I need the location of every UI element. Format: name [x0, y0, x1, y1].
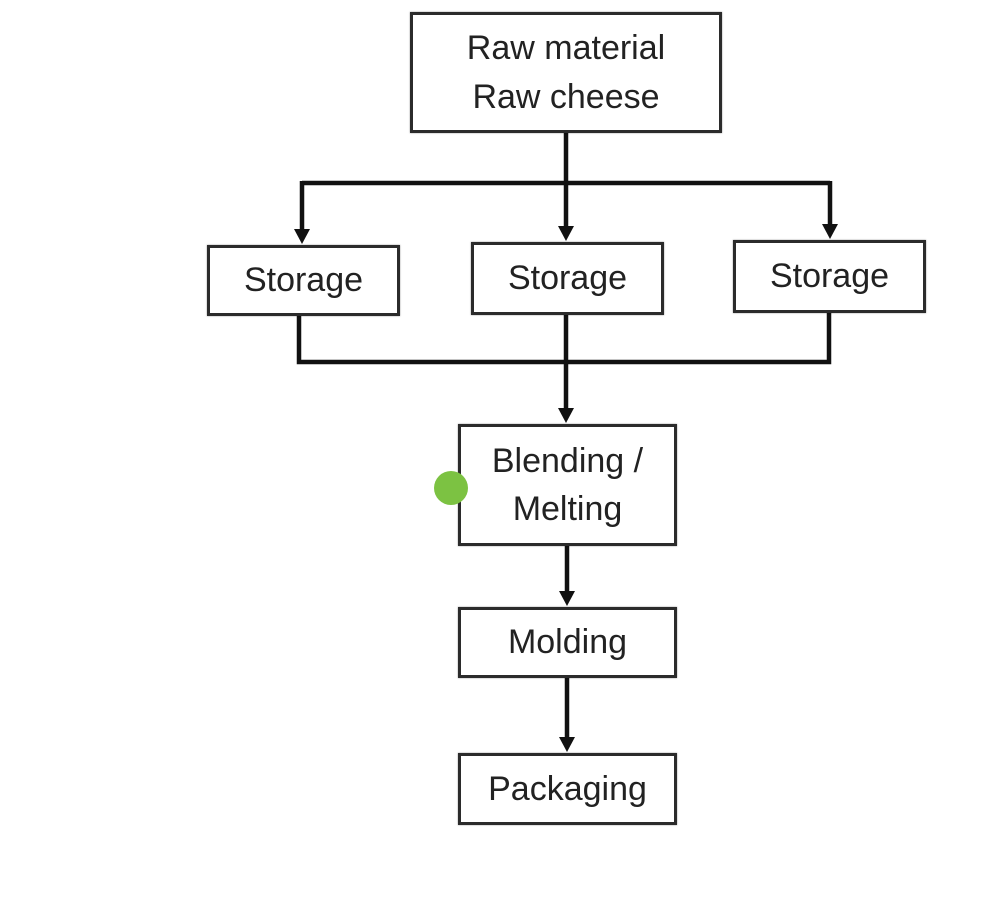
- node-molding-label: Molding: [507, 623, 628, 662]
- node-raw-material-line1: Raw material: [466, 29, 666, 68]
- node-blending-melting: Blending / Melting: [458, 424, 677, 546]
- node-packaging-label: Packaging: [488, 769, 647, 808]
- node-storage-center: Storage: [471, 242, 664, 315]
- node-storage-center-label: Storage: [507, 259, 628, 298]
- node-storage-right: Storage: [733, 240, 926, 313]
- arrowhead-packaging: [559, 737, 575, 752]
- arrowhead-blend: [558, 408, 574, 423]
- node-storage-left: Storage: [207, 245, 400, 316]
- node-molding: Molding: [458, 607, 677, 678]
- arrowhead-storage-left: [294, 229, 310, 244]
- arrowhead-molding: [559, 591, 575, 606]
- arrowhead-storage-right: [822, 224, 838, 239]
- node-blending-melting-line1: Blending /: [491, 441, 644, 480]
- node-blending-melting-line2: Melting: [512, 490, 623, 528]
- node-raw-material: Raw material Raw cheese: [410, 12, 722, 133]
- node-packaging: Packaging: [458, 753, 677, 825]
- node-raw-material-line2: Raw cheese: [472, 77, 660, 116]
- arrowhead-storage-center: [558, 226, 574, 241]
- node-storage-left-label: Storage: [243, 261, 364, 300]
- node-storage-right-label: Storage: [769, 257, 890, 296]
- marker-dot: [434, 471, 468, 505]
